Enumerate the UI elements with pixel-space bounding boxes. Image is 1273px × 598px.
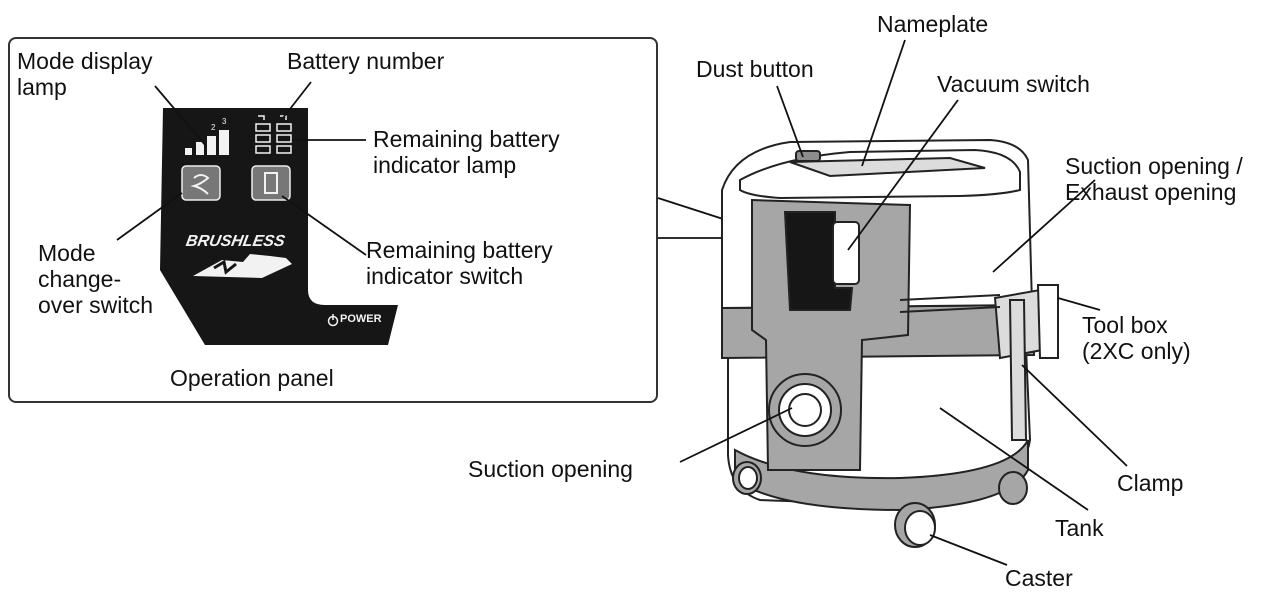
label-vacuum-switch: Vacuum switch (937, 71, 1090, 97)
label-suction-opening: Suction opening (468, 456, 633, 482)
mode-changeover-switch (181, 165, 221, 201)
label-nameplate: Nameplate (877, 11, 989, 37)
inset-caption: Operation panel (170, 365, 334, 391)
panel-power-text: POWER (340, 313, 382, 325)
label-dust-button: Dust button (696, 56, 814, 82)
svg-text:2: 2 (211, 123, 216, 132)
brand-logo (193, 254, 292, 278)
label-tool-box: Tool box (2XC only) (1082, 312, 1191, 364)
leader-lines (679, 39, 1128, 566)
label-clamp: Clamp (1117, 470, 1184, 496)
remaining-battery-indicator-switch (251, 165, 291, 201)
svg-text:3: 3 (222, 117, 227, 126)
remaining-battery-indicator-lamp (255, 115, 292, 154)
label-battery-number: Battery number (287, 48, 445, 74)
label-caster: Caster (1005, 565, 1073, 591)
operation-panel-inset (8, 37, 658, 403)
operation-panel: 2 3 (160, 108, 398, 345)
label-suction-exhaust-opening: Suction opening / Exhaust opening (1065, 153, 1243, 205)
label-remaining-battery-indicator-lamp: Remaining battery indicator lamp (373, 126, 560, 178)
mode-display-lamp: 2 3 (185, 117, 229, 155)
panel-brand-text: BRUSHLESS (184, 233, 287, 250)
label-mode-changeover-switch: Mode change- over switch (38, 240, 154, 318)
label-tank: Tank (1055, 515, 1104, 541)
label-remaining-battery-indicator-switch: Remaining battery indicator switch (366, 237, 553, 289)
vacuum-cleaner (721, 138, 1059, 548)
label-mode-display-lamp: Mode display lamp (17, 48, 153, 100)
